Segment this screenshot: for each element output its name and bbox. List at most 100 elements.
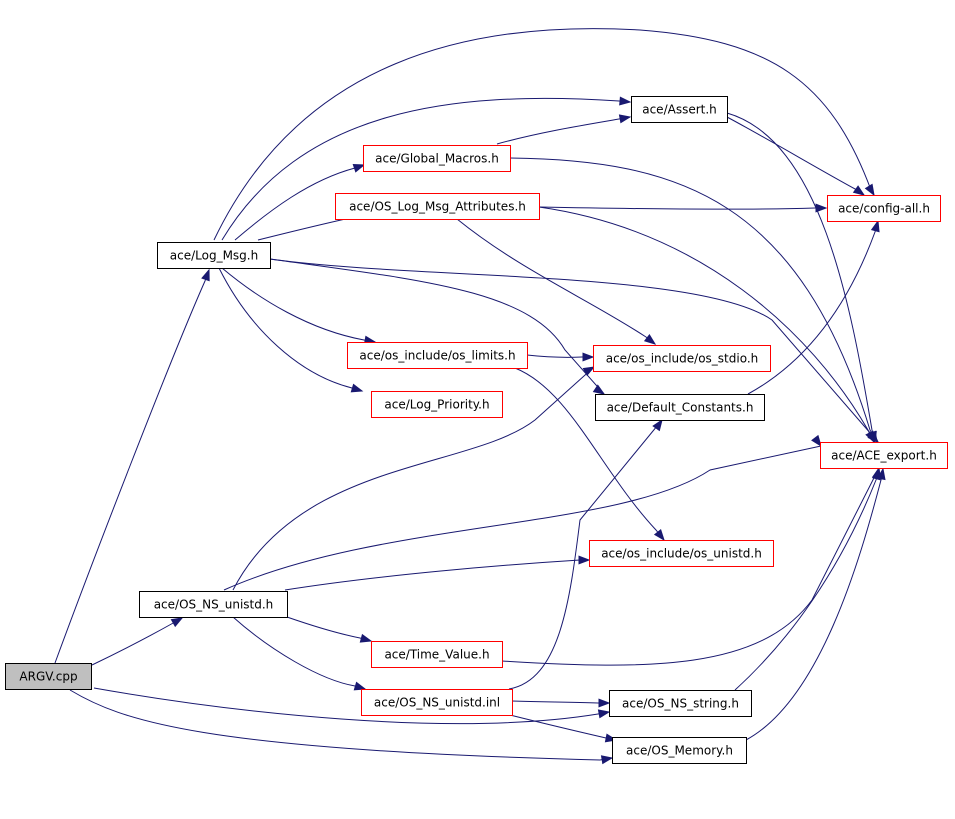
edge-logmsg-to-defconst [269,258,606,395]
node-configall[interactable]: ace/config-all.h [827,195,941,222]
node-box [589,540,774,567]
edge-line [526,354,593,358]
arrowhead-icon [353,681,367,691]
arrowhead-icon [864,183,875,197]
node-osmemory[interactable]: ace/OS_Memory.h [612,737,747,764]
node-defconst[interactable]: ace/Default_Constants.h [595,394,765,421]
node-box [157,242,271,269]
edge-osmemory-to-aceexport [745,467,886,741]
node-osnsunistd[interactable]: ace/OS_NS_unistd.h [139,591,288,618]
edge-globalmacros-to-assert [496,114,632,145]
edge-line [286,616,372,642]
node-label: ace/Time_Value.h [384,648,489,662]
node-box [371,391,503,418]
node-oslimits[interactable]: ace/os_include/os_limits.h [347,342,528,369]
edge-osnsunistd-to-timevalue [286,616,373,643]
node-aceexport[interactable]: ace/ACE_export.h [820,442,948,469]
edge-osnsunistd-to-osstdio [232,366,596,591]
arrowhead-icon [582,352,595,362]
node-label: ace/Log_Msg.h [170,249,258,263]
edge-line [747,220,879,395]
edge-line [223,445,822,591]
edge-oslimits-to-osunistd [514,367,665,542]
arrowhead-icon [815,203,828,213]
edge-line [232,616,366,690]
node-box [347,342,528,369]
arrowhead-icon [597,709,611,719]
edge-line [726,112,876,443]
edge-oslogmsgattr-to-aceexport [538,206,875,444]
node-box [361,689,513,716]
arrowhead-icon [653,528,665,542]
node-timevalue[interactable]: ace/Time_Value.h [371,641,503,668]
edge-oslogmsgattr-to-osstdio [456,218,657,345]
node-osunistd[interactable]: ace/os_include/os_unistd.h [589,540,774,567]
edge-line [218,267,363,392]
node-logpriority[interactable]: ace/Log_Priority.h [371,391,503,418]
edge-logmsg-to-assert [221,96,632,241]
arrowhead-icon [811,434,822,448]
edge-assert-to-aceexport [726,112,877,444]
node-box [609,690,752,717]
arrowhead-icon [876,467,886,481]
node-label: ace/OS_NS_unistd.inl [374,696,500,710]
edge-line [69,689,613,761]
edge-line [456,218,656,345]
node-box [371,641,503,668]
node-box [595,394,765,421]
node-osstdio[interactable]: ace/os_include/os_stdio.h [593,345,771,372]
edge-osnsunistd-to-aceexport [223,434,822,591]
edge-line [538,206,875,443]
edge-osnsunistdinl-to-osnsstring [511,698,611,708]
edge-line [221,97,631,241]
node-label: ace/Default_Constants.h [607,401,754,415]
arrowhead-icon [578,555,591,565]
node-osnsunistdinl[interactable]: ace/OS_NS_unistd.inl [361,689,513,716]
edge-line [734,468,880,691]
arrowhead-icon [619,96,632,106]
arrowhead-icon [201,268,210,282]
edge-osnsunistdinl-to-defconst [508,418,663,690]
edge-line [91,617,183,666]
node-assert[interactable]: ace/Assert.h [631,96,728,123]
arrowhead-icon [592,384,606,395]
arrowhead-icon [652,418,663,432]
node-oslogmsgattr[interactable]: ace/OS_Log_Msg_Attributes.h [335,193,540,220]
arrowhead-icon [170,617,184,628]
node-label: ace/OS_NS_unistd.h [154,598,274,612]
arrowhead-icon [870,219,880,233]
node-box [612,737,747,764]
arrowhead-icon [359,633,373,643]
arrowhead-icon [865,430,875,444]
edge-defconst-to-configall [747,219,880,395]
node-label: ace/OS_Log_Msg_Attributes.h [349,200,526,214]
node-label: ace/os_include/os_unistd.h [601,547,762,561]
edge-line [213,28,875,241]
node-box [827,195,941,222]
edge-osnsstring-to-aceexport [734,467,881,691]
edge-line [511,700,609,704]
node-globalmacros[interactable]: ace/Global_Macros.h [363,145,511,172]
node-logmsg[interactable]: ace/Log_Msg.h [157,242,271,269]
arrowhead-icon [643,333,657,345]
edge-line [269,258,605,395]
node-box [5,663,92,690]
edge-osnsunistd-to-osunistd [284,555,591,591]
node-label: ace/Global_Macros.h [375,152,499,166]
arrowhead-icon [350,383,364,393]
edge-line [501,467,880,666]
edge-line [221,267,376,343]
arrowhead-icon [352,164,366,173]
edge-logmsg-to-configall [213,28,875,241]
edge-line [538,206,826,210]
edge-logmsg-to-oslimits [221,267,377,345]
edge-argv-to-osnsstring [93,687,611,724]
edge-line [269,258,879,443]
node-box [631,96,728,123]
edge-assert-to-configall [726,116,866,196]
edge-line [509,714,617,741]
node-label: ace/OS_NS_string.h [622,697,739,711]
node-box [363,145,511,172]
node-osnsstring[interactable]: ace/OS_NS_string.h [609,690,752,717]
